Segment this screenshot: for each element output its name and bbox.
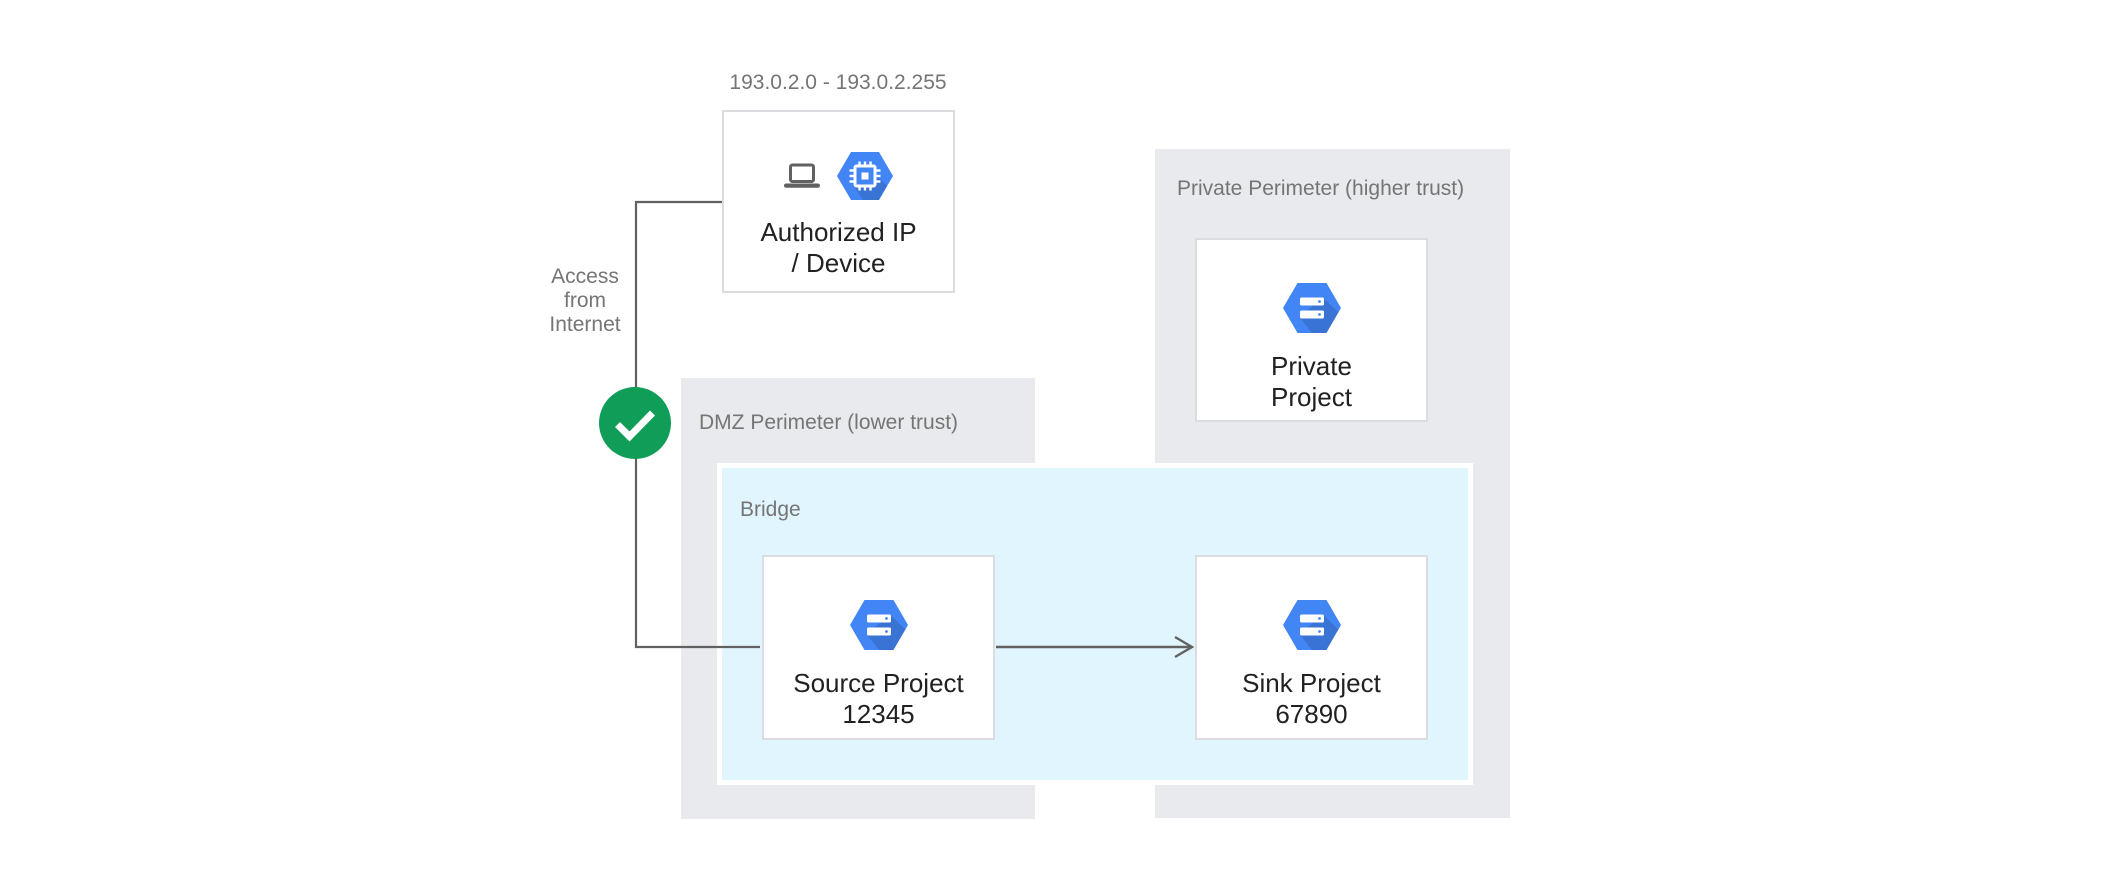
access-label-line: Access — [551, 265, 619, 288]
node-title-line: Project — [1271, 382, 1352, 412]
check-icon — [599, 387, 671, 459]
ip-range-label: 193.0.2.0 - 193.0.2.255 — [729, 71, 947, 94]
sink-project-node: Sink Project 67890 — [1195, 555, 1428, 740]
node-title-line: Private — [1271, 351, 1352, 381]
authorized-node-title: Authorized IP / Device — [760, 217, 916, 279]
private-perimeter-label: Private Perimeter (higher trust) — [1177, 177, 1465, 200]
dmz-perimeter-label: DMZ Perimeter (lower trust) — [699, 411, 959, 434]
authorized-ip-device-node: Authorized IP / Device — [722, 110, 955, 293]
gcp-project-hexagon-icon — [1282, 283, 1341, 333]
source-project-node: Source Project 12345 — [762, 555, 995, 740]
bridge-label: Bridge — [740, 498, 801, 521]
laptop-icon — [784, 163, 820, 188]
gcp-project-hexagon-icon — [1282, 600, 1341, 650]
access-label-line: from — [564, 289, 606, 312]
private-project-title: Private Project — [1271, 351, 1352, 413]
access-label-line: Internet — [549, 313, 621, 336]
authorized-icon-row — [784, 152, 893, 200]
node-title-line: Sink Project — [1242, 668, 1381, 698]
access-from-internet-label: Access from Internet — [515, 265, 655, 337]
node-title-line: Authorized IP — [760, 217, 917, 247]
node-title-line: 67890 — [1275, 699, 1348, 729]
node-title-line: 12345 — [842, 699, 915, 729]
sink-project-title: Sink Project 67890 — [1242, 668, 1381, 730]
source-project-title: Source Project 12345 — [793, 668, 964, 730]
node-title-line: / Device — [791, 248, 886, 278]
gcp-project-hexagon-icon — [849, 600, 908, 650]
private-project-node: Private Project — [1195, 238, 1428, 422]
node-title-line: Source Project — [793, 668, 964, 698]
check-icon-svg — [599, 387, 671, 459]
gcp-chip-hexagon-icon — [837, 152, 893, 200]
